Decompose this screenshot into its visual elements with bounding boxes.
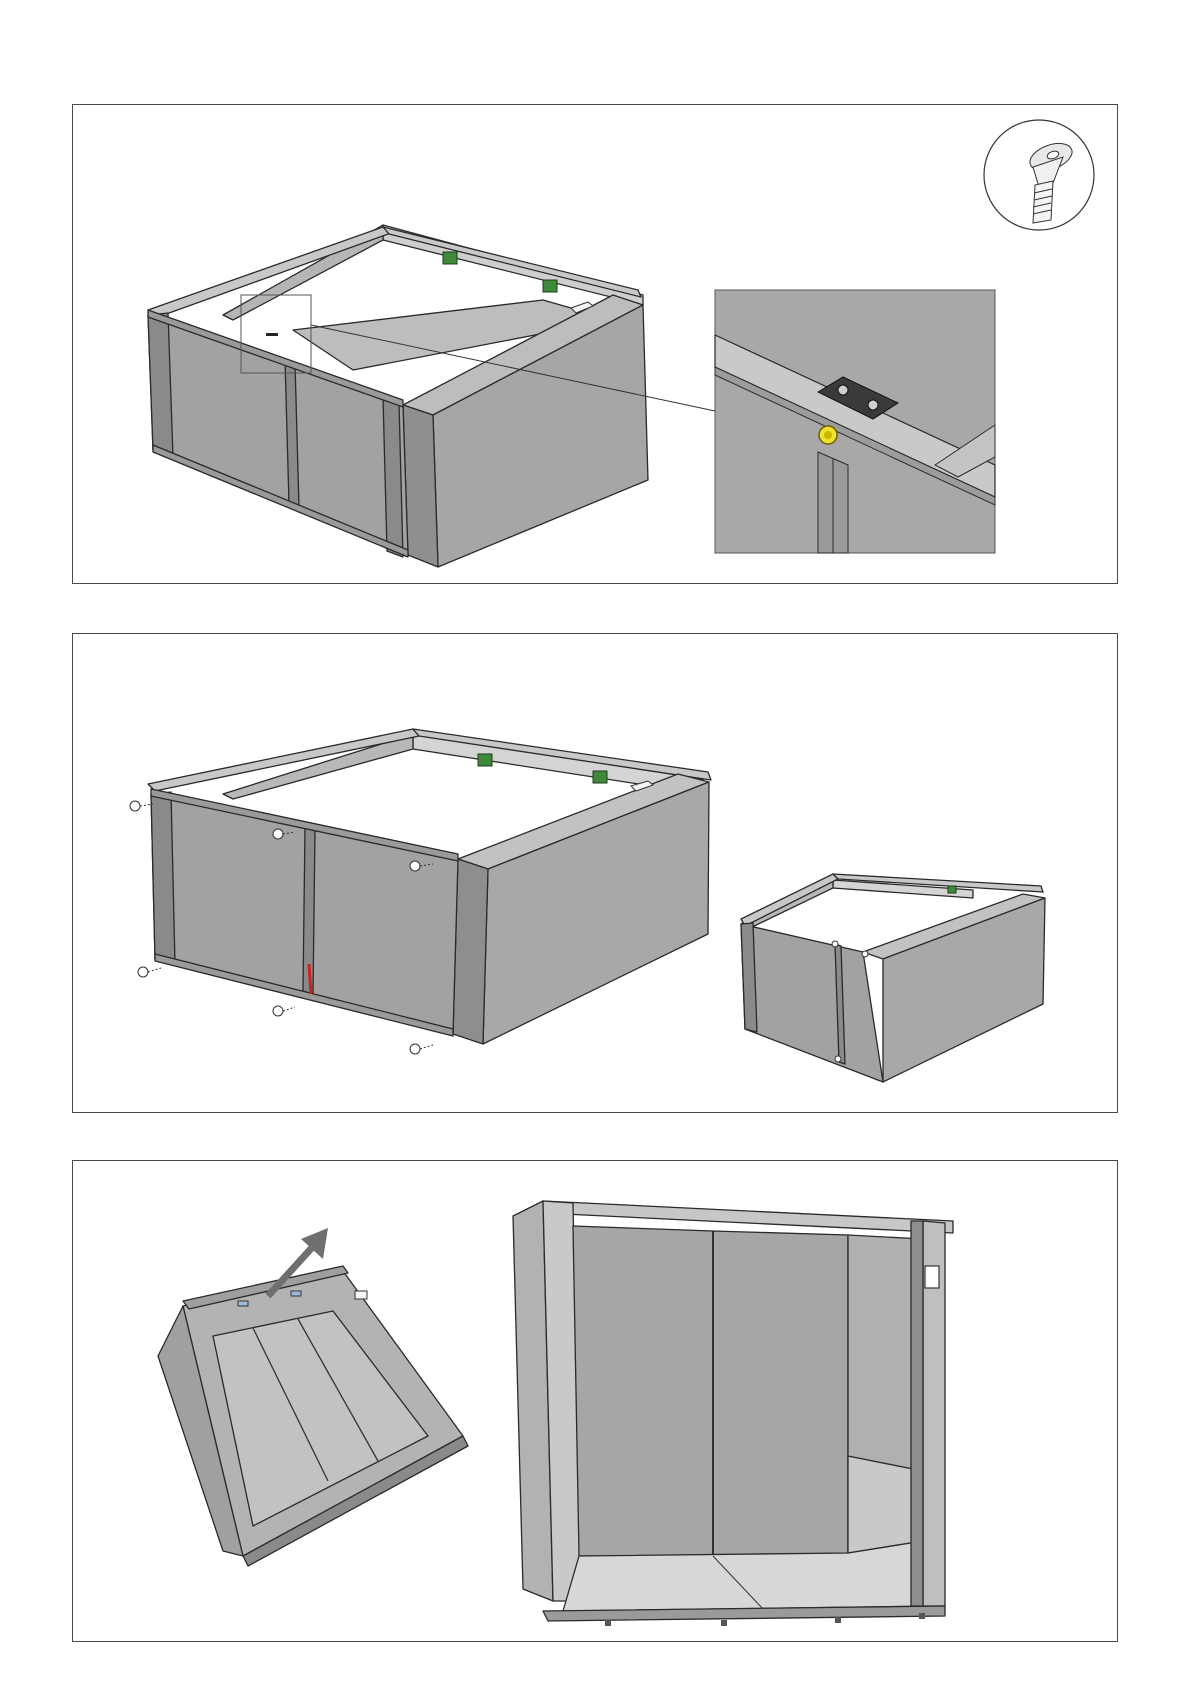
green-marker-1 (443, 252, 457, 264)
step-2-panel (72, 633, 1118, 1113)
step-3-panel (72, 1160, 1118, 1642)
step-1-illustration (73, 105, 1119, 585)
red-marker (309, 964, 311, 994)
step-3-illustration (73, 1161, 1119, 1643)
step-2-illustration (73, 634, 1119, 1114)
tilted-frame-with-lift-arrow (158, 1228, 468, 1566)
upright-booth-cabinet (513, 1201, 953, 1626)
green-marker-2 (593, 771, 607, 783)
cabinet-base-frame (148, 225, 648, 567)
detail-zoom-connector-plate (715, 290, 995, 553)
control-panel-icon (925, 1266, 939, 1288)
bracket-small (266, 333, 278, 336)
green-marker-1 (478, 754, 492, 766)
green-marker-2 (543, 280, 557, 292)
cabinet-base-frame-assembled (741, 874, 1045, 1082)
countersunk-screw-icon (984, 120, 1094, 230)
step-1-panel (72, 104, 1118, 584)
cabinet-base-frame-with-screws (130, 729, 711, 1054)
